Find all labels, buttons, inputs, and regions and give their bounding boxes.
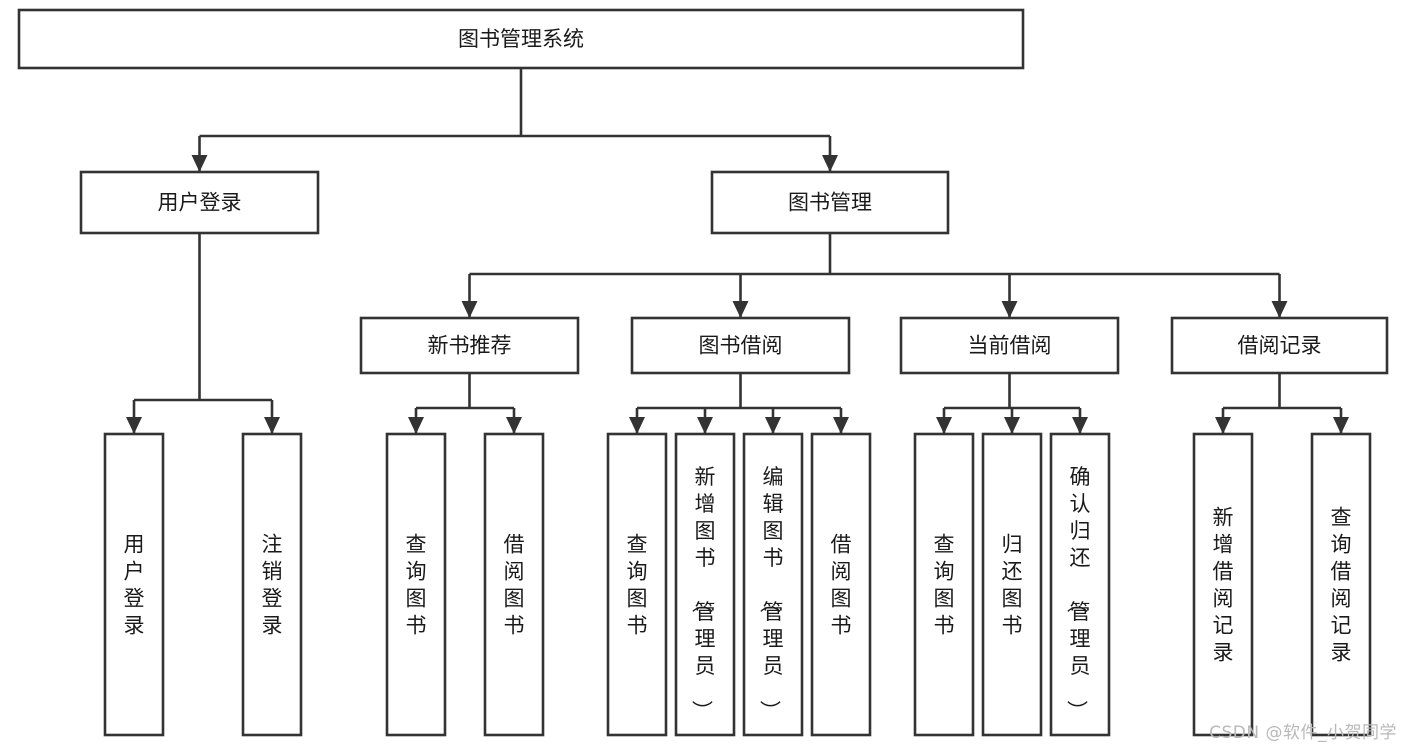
arrow-head-leaf-edit-book-admin xyxy=(765,417,781,434)
arrow-head-leaf-borrow-book xyxy=(833,417,849,434)
node-label-leaf-query-borrow-record: 查询借阅记录 xyxy=(1331,506,1352,665)
node-label-leaf-query-book-borrow: 查询图书 xyxy=(627,533,648,638)
node-label-leaf-confirm-return-admin: 确认归还（管理员） xyxy=(1065,465,1091,721)
leaf-node-leaf-borrow-book[interactable]: 借阅图书 xyxy=(810,432,872,737)
node-label-leaf-user-logout: 注销登录 xyxy=(262,533,283,638)
node-box-new-book-recommend xyxy=(359,316,580,375)
node-label-leaf-borrow-book-rec: 借阅图书 xyxy=(504,533,525,638)
level3-node-book-borrow[interactable]: 图书借阅 xyxy=(630,316,851,375)
node-label-book-borrow: 图书借阅 xyxy=(699,334,783,358)
node-label-leaf-add-borrow-record: 新增借阅记录 xyxy=(1213,506,1234,665)
node-box-current-borrow xyxy=(899,316,1120,375)
node-box-leaf-return-book xyxy=(981,432,1043,737)
leaf-node-leaf-query-borrow-record[interactable]: 查询借阅记录 xyxy=(1310,432,1372,737)
arrow-head-borrow-record xyxy=(1271,301,1288,318)
leaf-node-leaf-return-book[interactable]: 归还图书 xyxy=(981,432,1043,737)
node-box-book-manage xyxy=(710,170,950,235)
leaf-node-leaf-confirm-return-admin[interactable]: 确认归还（管理员） xyxy=(1049,432,1111,737)
node-label-user-login: 用户登录 xyxy=(158,191,242,215)
node-label-new-book-recommend: 新书推荐 xyxy=(428,334,512,358)
node-box-leaf-query-borrow-record xyxy=(1310,432,1372,737)
node-box-user-login xyxy=(79,170,320,235)
node-label-leaf-add-book-admin: 新增图书（管理员） xyxy=(690,465,716,721)
leaf-node-leaf-user-login[interactable]: 用户登录 xyxy=(103,432,165,737)
node-label-leaf-borrow-book: 借阅图书 xyxy=(831,533,852,638)
leaf-node-leaf-query-book-current[interactable]: 查询图书 xyxy=(913,432,975,737)
level2-node-book-manage[interactable]: 图书管理 xyxy=(710,170,950,235)
level3-node-new-book-recommend[interactable]: 新书推荐 xyxy=(359,316,580,375)
arrow-head-leaf-user-login xyxy=(126,417,142,434)
arrow-head-leaf-user-logout xyxy=(264,417,280,434)
root-node-root[interactable]: 图书管理系统 xyxy=(17,8,1025,70)
level2-node-user-login[interactable]: 用户登录 xyxy=(79,170,320,235)
node-box-leaf-query-book-borrow xyxy=(606,432,668,737)
leaf-node-leaf-borrow-book-rec[interactable]: 借阅图书 xyxy=(483,432,545,737)
leaf-node-leaf-query-book-rec[interactable]: 查询图书 xyxy=(385,432,447,737)
node-box-leaf-add-book-admin xyxy=(674,432,736,737)
arrow-head-leaf-query-book-borrow xyxy=(629,417,645,434)
node-label-leaf-edit-book-admin: 编辑图书（管理员） xyxy=(758,465,784,721)
node-box-leaf-add-borrow-record xyxy=(1192,432,1254,737)
node-box-leaf-confirm-return-admin xyxy=(1049,432,1111,737)
arrow-head-user-login xyxy=(191,155,208,172)
leaf-node-leaf-query-book-borrow[interactable]: 查询图书 xyxy=(606,432,668,737)
node-box-leaf-borrow-book-rec xyxy=(483,432,545,737)
leaf-node-leaf-edit-book-admin[interactable]: 编辑图书（管理员） xyxy=(742,432,804,737)
arrow-head-leaf-query-borrow-record xyxy=(1333,417,1349,434)
node-label-leaf-user-login: 用户登录 xyxy=(124,533,145,638)
arrow-head-leaf-query-book-rec xyxy=(408,417,424,434)
node-box-leaf-user-login xyxy=(103,432,165,737)
node-box-leaf-query-book-rec xyxy=(385,432,447,737)
node-box-leaf-query-book-current xyxy=(913,432,975,737)
arrow-head-book-manage xyxy=(822,155,838,172)
nodes-layer: 图书管理系统用户登录图书管理新书推荐图书借阅当前借阅借阅记录用户登录注销登录查询… xyxy=(17,8,1389,737)
node-label-leaf-return-book: 归还图书 xyxy=(1002,533,1023,638)
edges-layer xyxy=(126,68,1349,434)
arrow-head-leaf-add-borrow-record xyxy=(1215,417,1231,434)
arrow-head-book-borrow xyxy=(732,301,749,318)
node-box-borrow-record xyxy=(1170,316,1389,375)
node-box-leaf-user-logout xyxy=(241,432,303,737)
node-label-borrow-record: 借阅记录 xyxy=(1238,334,1322,358)
node-box-root xyxy=(17,8,1025,70)
level3-node-current-borrow[interactable]: 当前借阅 xyxy=(899,316,1120,375)
arrow-head-current-borrow xyxy=(1001,301,1018,318)
node-box-book-borrow xyxy=(630,316,851,375)
leaf-node-leaf-add-borrow-record[interactable]: 新增借阅记录 xyxy=(1192,432,1254,737)
leaf-node-leaf-user-logout[interactable]: 注销登录 xyxy=(241,432,303,737)
node-label-root: 图书管理系统 xyxy=(458,27,584,51)
arrow-head-new-book-recommend xyxy=(461,301,478,318)
node-label-book-manage: 图书管理 xyxy=(788,191,872,215)
arrow-head-leaf-query-book-current xyxy=(936,417,952,434)
node-label-leaf-query-book-rec: 查询图书 xyxy=(406,533,427,638)
arrow-head-leaf-return-book xyxy=(1004,417,1020,434)
arrow-head-leaf-confirm-return-admin xyxy=(1072,417,1088,434)
arrow-head-leaf-borrow-book-rec xyxy=(506,417,522,434)
watermark-text: CSDN @软件_小贺同学 xyxy=(1209,723,1397,743)
leaf-node-leaf-add-book-admin[interactable]: 新增图书（管理员） xyxy=(674,432,736,737)
node-label-leaf-query-book-current: 查询图书 xyxy=(934,533,955,638)
level3-node-borrow-record[interactable]: 借阅记录 xyxy=(1170,316,1389,375)
node-box-leaf-edit-book-admin xyxy=(742,432,804,737)
node-box-leaf-borrow-book xyxy=(810,432,872,737)
node-label-current-borrow: 当前借阅 xyxy=(968,334,1052,358)
arrow-head-leaf-add-book-admin xyxy=(697,417,713,434)
